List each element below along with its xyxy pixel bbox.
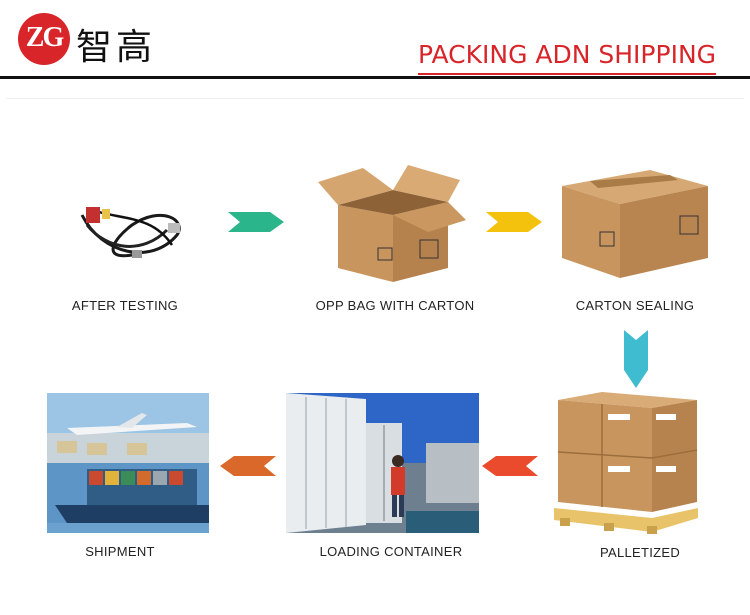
step-label-palletized: PALLETIZED <box>599 545 681 560</box>
step-label-after-testing: AFTER TESTING <box>71 298 179 313</box>
wire-harness-icon <box>80 207 181 258</box>
ship-plane-icon <box>47 393 209 533</box>
sealed-carton-icon <box>562 170 708 278</box>
content-panel <box>6 98 744 611</box>
pallet-icon <box>554 392 698 534</box>
arrow-right-icon <box>228 212 284 232</box>
page-title: PACKING ADN SHIPPING <box>418 40 717 69</box>
arrow-left-icon <box>220 456 276 476</box>
title-underline <box>418 73 716 75</box>
container-icon <box>286 393 479 533</box>
arrow-left-icon <box>482 456 538 476</box>
step-label-loading-container: LOADING CONTAINER <box>319 544 463 559</box>
header: ZG 智高 PACKING ADN SHIPPING <box>0 0 750 79</box>
arrow-down-icon <box>624 330 648 388</box>
open-carton-icon <box>318 165 466 282</box>
step-label-carton-sealing: CARTON SEALING <box>575 298 695 313</box>
step-label-opp-bag-with-carton: OPP BAG WITH CARTON <box>315 298 475 313</box>
step-label-shipment: SHIPMENT <box>85 544 155 559</box>
logo-chinese-name: 智高 <box>76 27 157 68</box>
header-divider <box>0 76 750 79</box>
logo-text: ZG <box>25 22 64 53</box>
arrow-right-icon <box>486 212 542 232</box>
logo-icon <box>18 13 70 65</box>
